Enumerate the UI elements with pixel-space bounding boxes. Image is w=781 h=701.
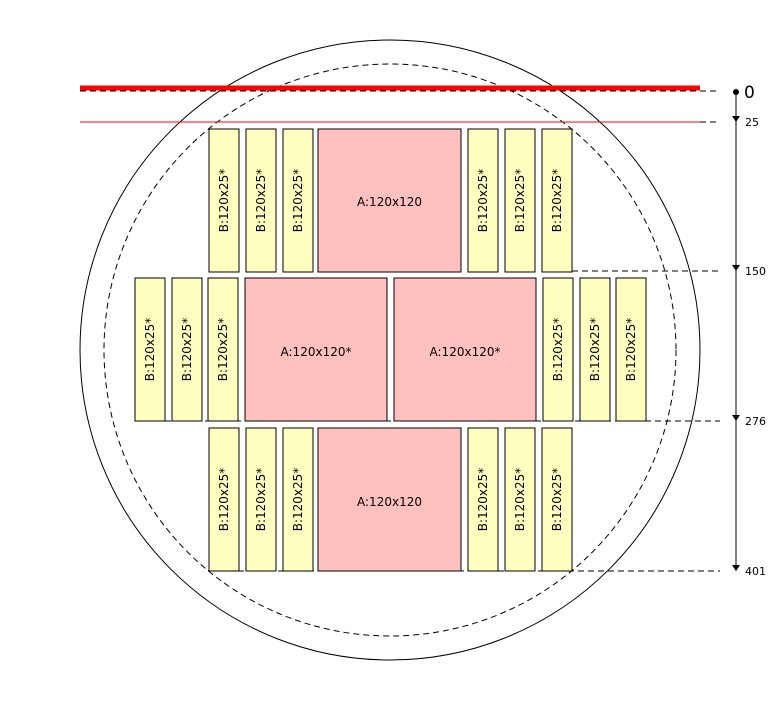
die-b[interactable] <box>504 128 536 273</box>
die-row-1: B:120x25* B:120x25* B:120x25* A:120x120 … <box>208 128 573 273</box>
dimension-label-401: 401 <box>745 565 766 578</box>
die-label: B:120x25* <box>291 169 305 233</box>
die-label: B:120x25* <box>624 318 638 382</box>
dimension-arrow-150 <box>732 265 740 271</box>
usable-area-boundary <box>103 63 677 637</box>
die-label: A:120x120 <box>357 495 422 509</box>
die-b[interactable] <box>245 427 277 572</box>
die-b[interactable] <box>542 277 574 422</box>
die-b[interactable] <box>208 128 240 273</box>
die-label: B:120x25* <box>476 468 490 532</box>
die-a[interactable] <box>393 277 537 422</box>
die-a[interactable] <box>317 427 462 572</box>
die-label: B:120x25* <box>217 468 231 532</box>
die-label: A:120x120* <box>281 345 352 359</box>
wafer-outline <box>79 39 701 661</box>
die-b[interactable] <box>467 128 499 273</box>
die-label: A:120x120* <box>430 345 501 359</box>
die-row-3: B:120x25* B:120x25* B:120x25* A:120x120 … <box>208 427 573 572</box>
dimension-label-0: 0 <box>744 83 755 103</box>
die-label: B:120x25* <box>513 169 527 233</box>
die-b[interactable] <box>208 427 240 572</box>
die-b[interactable] <box>207 277 239 422</box>
die-label: A:120x120 <box>357 195 422 209</box>
die-label: B:120x25* <box>551 318 565 382</box>
die-label: B:120x25* <box>217 169 231 233</box>
die-label: B:120x25* <box>291 468 305 532</box>
die-label: B:120x25* <box>216 318 230 382</box>
die-b[interactable] <box>245 128 277 273</box>
die-label: B:120x25* <box>550 169 564 233</box>
die-label: B:120x25* <box>254 468 268 532</box>
die-b[interactable] <box>615 277 647 422</box>
die-b[interactable] <box>134 277 166 422</box>
die-label: B:120x25* <box>550 468 564 532</box>
die-b[interactable] <box>541 128 573 273</box>
dimension-arrow-276 <box>732 415 740 421</box>
die-b[interactable] <box>282 128 314 273</box>
dimension-label-150: 150 <box>745 265 766 278</box>
die-b[interactable] <box>504 427 536 572</box>
die-a[interactable] <box>244 277 388 422</box>
die-label: B:120x25* <box>476 169 490 233</box>
die-label: B:120x25* <box>588 318 602 382</box>
dimension-label-276: 276 <box>745 415 766 428</box>
die-label: B:120x25* <box>513 468 527 532</box>
die-b[interactable] <box>171 277 203 422</box>
dimension-arrow-401 <box>732 565 740 571</box>
die-b[interactable] <box>467 427 499 572</box>
die-a[interactable] <box>317 128 462 273</box>
die-label: B:120x25* <box>254 169 268 233</box>
die-b[interactable] <box>541 427 573 572</box>
dimension-origin-dot <box>733 89 739 95</box>
die-label: B:120x25* <box>143 318 157 382</box>
die-label: B:120x25* <box>180 318 194 382</box>
die-row-2: B:120x25* B:120x25* B:120x25* A:120x120*… <box>134 277 647 422</box>
dimension-arrow-25 <box>732 116 740 122</box>
die-b[interactable] <box>579 277 611 422</box>
die-b[interactable] <box>282 427 314 572</box>
dimension-label-25: 25 <box>745 116 759 129</box>
